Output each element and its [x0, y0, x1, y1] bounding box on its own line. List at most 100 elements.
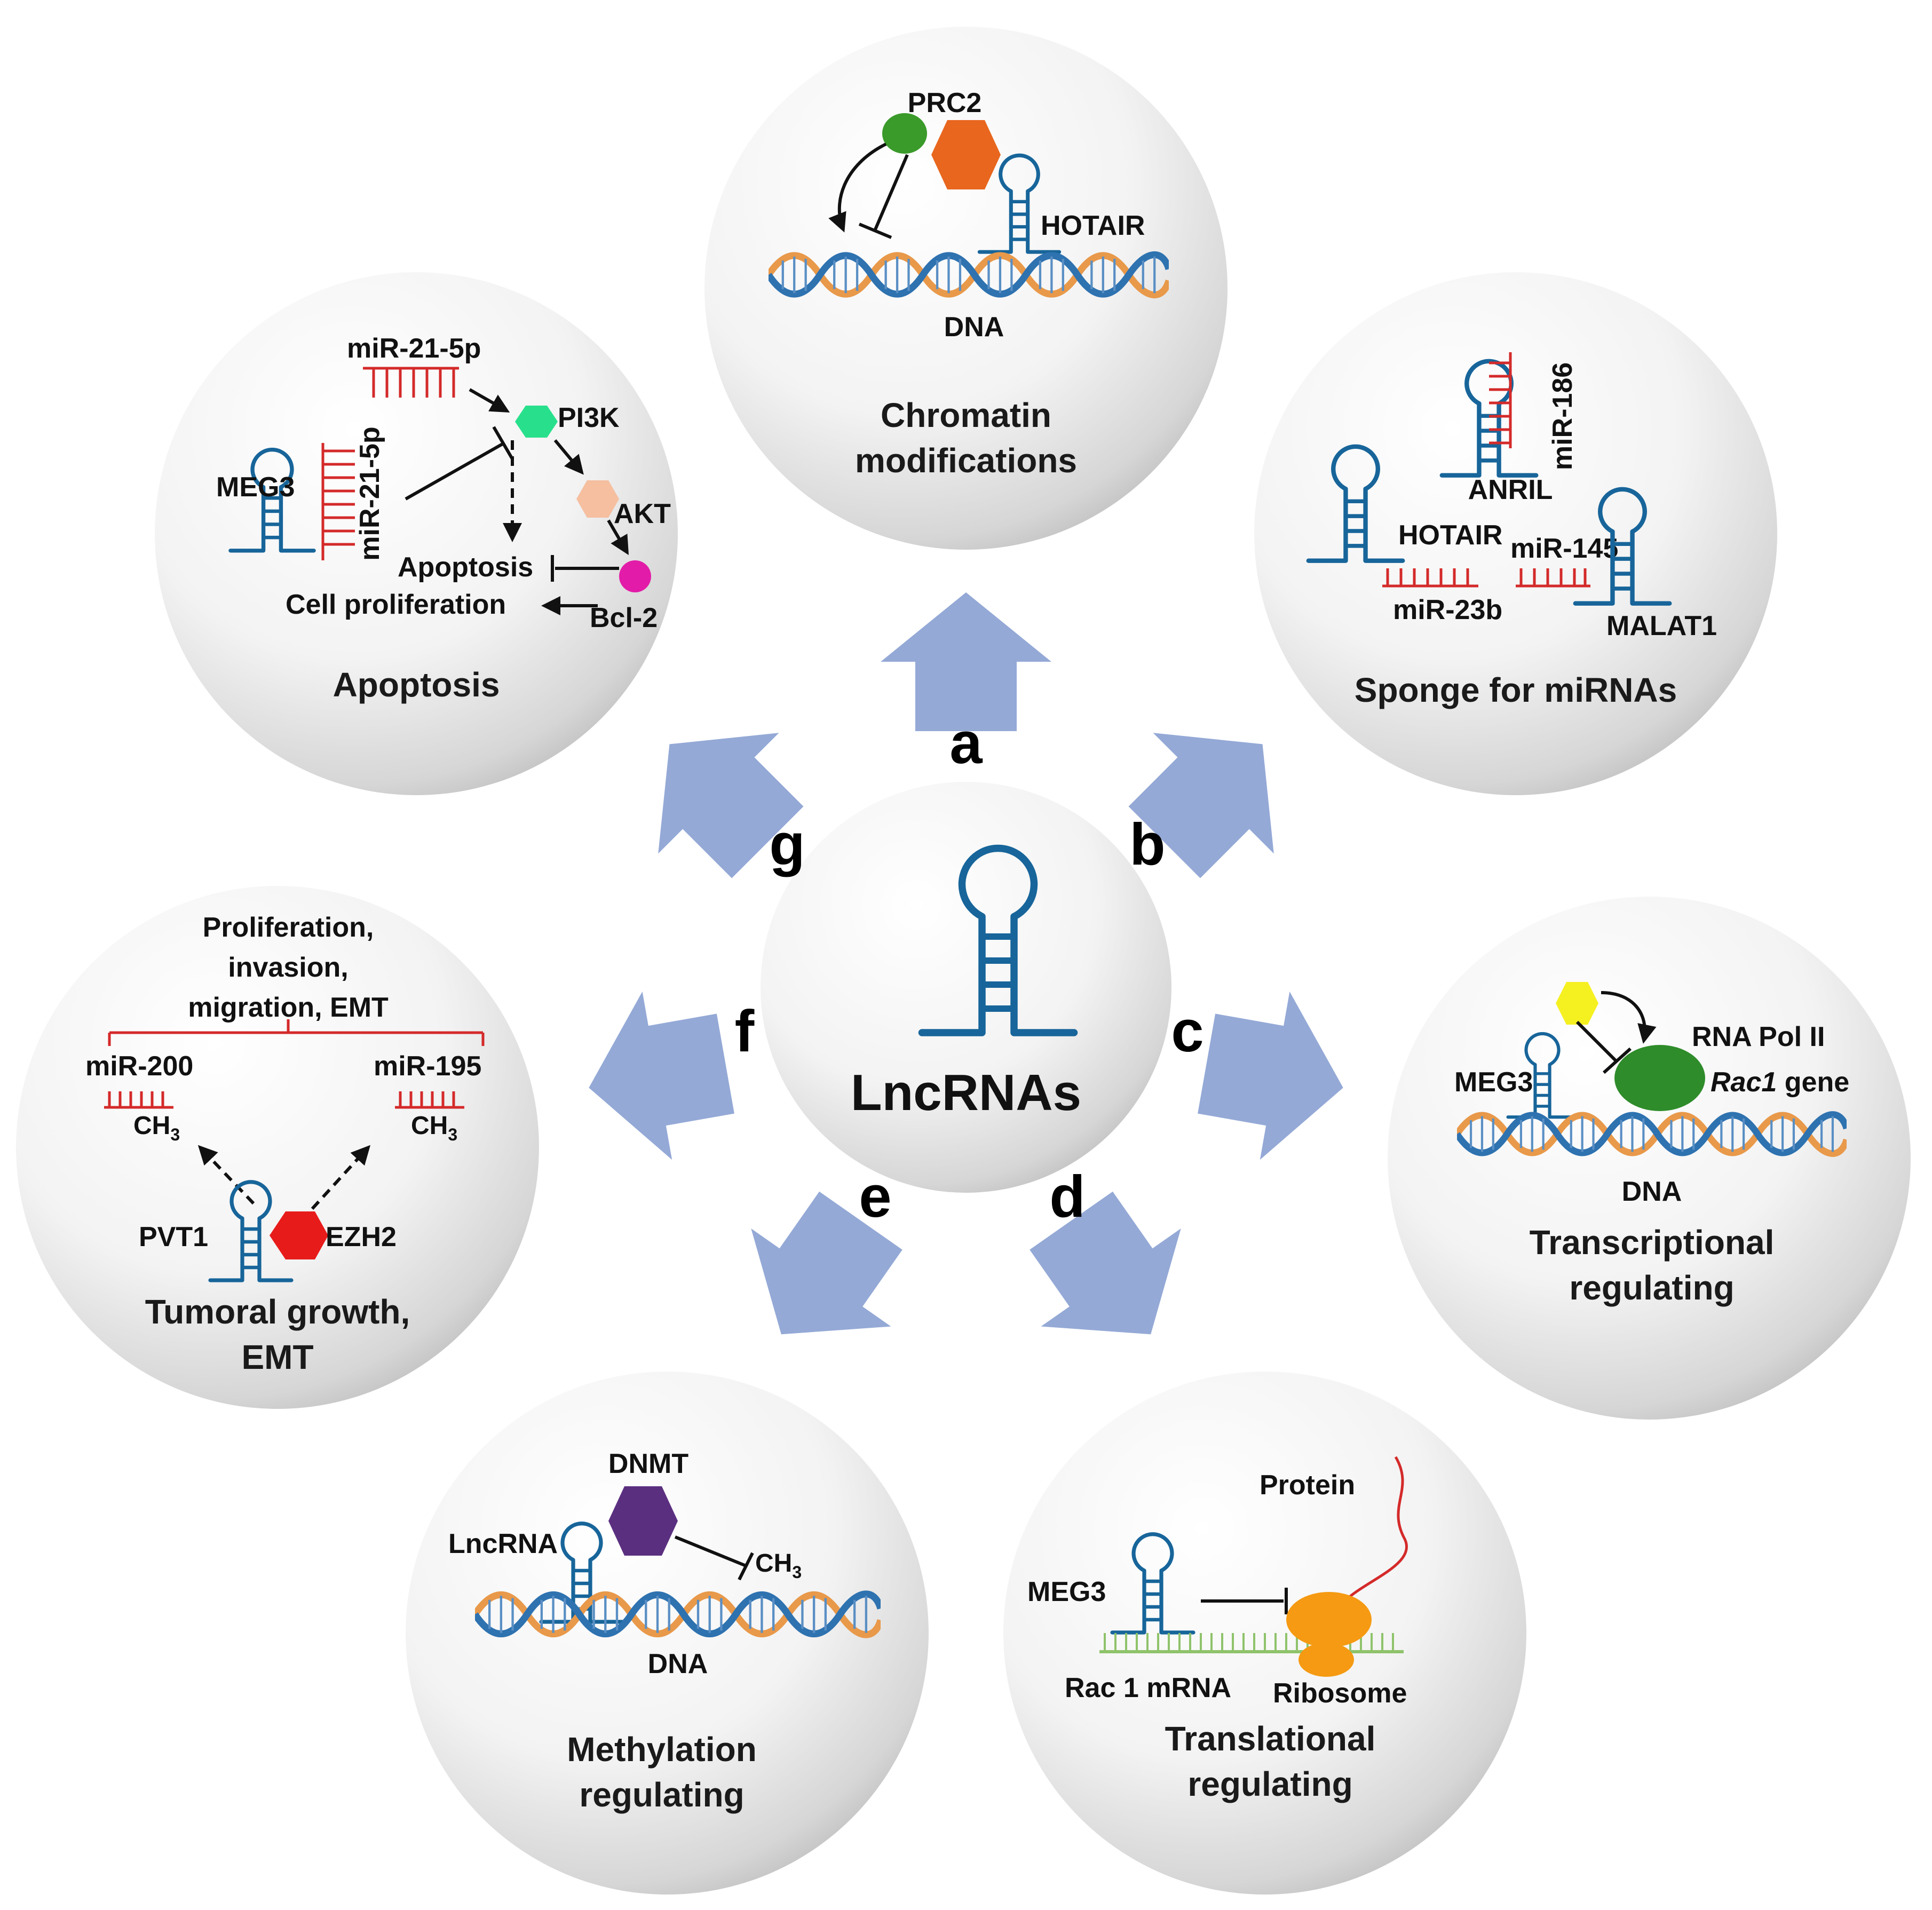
transcription-rac1-gene-label: Rac1 gene [1711, 1067, 1849, 1098]
tumoral-mir195-strand [395, 1091, 464, 1109]
dnmt-hexagon [608, 1486, 678, 1556]
block-arrows [589, 592, 1343, 1335]
tumoral-title-line1: Tumoral growth, [145, 1293, 410, 1331]
center-label: LncRNAs [851, 1064, 1081, 1121]
tumoral-top-line2: invasion, [228, 952, 348, 983]
tumoral-top-line3: migration, EMT [188, 992, 389, 1023]
chromatin-inhibit-bar [858, 223, 892, 239]
tumoral-red-bracket [108, 1019, 485, 1046]
apoptosis-pi3k-label: PI3K [558, 402, 620, 433]
sponge-mir145-strand [1516, 568, 1590, 588]
apoptosis-bcl2-label: Bcl-2 [590, 603, 658, 633]
panel-transcriptional-circle [1388, 897, 1911, 1420]
tumoral-pvt1-label: PVT1 [139, 1222, 208, 1253]
methylation-lncrna-label: LncRNA [448, 1528, 558, 1559]
panel-methylation: DNMT CH3 LncRNA DNA Methylation regulati… [448, 1448, 881, 1814]
pi3k-hexagon [515, 406, 558, 438]
translation-title-line1: Translational [1165, 1719, 1376, 1758]
apoptosis-apoptosis-label: Apoptosis [398, 552, 533, 583]
apoptosis-arrow-akt-bcl2 [607, 519, 629, 556]
apoptosis-inhibit-line [405, 441, 505, 501]
akt-hexagon [576, 480, 619, 518]
letter-a: a [949, 710, 983, 776]
ribosome-small-subunit [1298, 1643, 1354, 1677]
arrow-f [589, 992, 734, 1160]
panel-tumoral: Proliferation, invasion, migration, EMT … [85, 912, 485, 1376]
letter-c: c [1171, 998, 1203, 1064]
transcription-title-line1: Transcriptional [1530, 1223, 1775, 1262]
tumoral-top-line1: Proliferation, [203, 912, 374, 943]
tumoral-ch3-left: CH3 [133, 1112, 180, 1144]
methylation-title-line2: regulating [579, 1776, 744, 1814]
translation-ribosome-label: Ribosome [1273, 1678, 1407, 1709]
apoptosis-mir21-top-label: miR-21-5p [347, 333, 481, 364]
panel-translational: Protein MEG3 Rac 1 mRNA Ribosome Transla… [1027, 1456, 1408, 1803]
transcription-meg3-label: MEG3 [1454, 1067, 1533, 1098]
apoptosis-inhibit-bar [492, 426, 514, 460]
transcription-title-line2: regulating [1569, 1269, 1734, 1307]
sponge-mir186-strand [1489, 352, 1512, 448]
chromatin-inhibit-line [874, 154, 909, 231]
chromatin-dna-label: DNA [944, 312, 1004, 343]
apoptosis-akt-label: AKT [614, 498, 671, 529]
bcl2-node [619, 560, 651, 592]
panel-letters: a b c d e f g [735, 710, 1204, 1230]
tumoral-dash-arrow-right [311, 1145, 371, 1210]
transcription-yellow-factor [1556, 982, 1598, 1025]
translation-protein-label: Protein [1260, 1470, 1355, 1501]
transcription-inhibit-line [1575, 1020, 1619, 1064]
prc2-hexagon [931, 120, 1001, 189]
apoptosis-arrow-pi3k-akt [553, 439, 584, 475]
arrow-d [1030, 1191, 1181, 1335]
sponge-title: Sponge for miRNAs [1355, 671, 1677, 709]
apoptosis-mir21-vert-label: miR-21-5p [354, 426, 385, 560]
translation-mrna-label: Rac 1 mRNA [1065, 1673, 1231, 1703]
apoptosis-cellprolif-label: Cell proliferation [286, 589, 506, 620]
tumoral-title-line2: EMT [241, 1338, 313, 1376]
arrow-e [751, 1191, 902, 1335]
transcription-dna-label: DNA [1622, 1176, 1682, 1207]
sponge-mir23b-label: miR-23b [1393, 595, 1502, 625]
methylation-dna-label: DNA [648, 1649, 708, 1679]
sponge-hotair-label: HOTAIR [1398, 520, 1502, 551]
chromatin-curved-arrow [828, 142, 887, 233]
arrow-c [1198, 992, 1343, 1160]
sponge-anril-label: ANRIL [1468, 474, 1553, 505]
letter-b: b [1129, 812, 1165, 877]
apoptosis-mir21-top-strand [363, 367, 459, 398]
center-lncrna: LncRNAs [851, 849, 1081, 1121]
letter-g: g [769, 812, 805, 877]
panel-chromatin: PRC2 HOTAIR DNA Chromatin modifications [769, 88, 1169, 480]
methylation-inhibit-line [674, 1535, 748, 1568]
methylation-inhibit-bar [738, 1552, 754, 1581]
tumoral-mir200-label: miR-200 [85, 1051, 193, 1082]
ribosome-large-subunit [1286, 1592, 1372, 1647]
panel-sponge: miR-186 ANRIL HOTAIR miR-23b miR-145 MAL… [1309, 352, 1717, 709]
translation-meg3-label: MEG3 [1027, 1576, 1106, 1607]
tumoral-mir200-strand [104, 1091, 173, 1109]
arrow-g [658, 733, 804, 878]
translation-title-line2: regulating [1187, 1765, 1352, 1803]
chromatin-title-line1: Chromatin [881, 396, 1051, 434]
transcription-inhibit-bar [1602, 1047, 1632, 1074]
sponge-mir23b-strand [1382, 568, 1478, 588]
tumoral-mir195-label: miR-195 [374, 1051, 481, 1082]
tumoral-dash-arrow-left [197, 1145, 255, 1205]
panel-apoptosis-circle [155, 272, 678, 795]
rna-pol-ii-enzyme [1614, 1045, 1705, 1111]
panel-transcriptional: RNA Pol II Rac1 gene MEG3 DNA Transcript… [1454, 982, 1849, 1307]
chromatin-hotair-label: HOTAIR [1041, 210, 1145, 241]
ezh2-hexagon [270, 1211, 328, 1259]
methylation-title-line1: Methylation [567, 1730, 757, 1769]
sponge-malat1-label: MALAT1 [1606, 611, 1717, 641]
transcription-curved-arrow [1601, 991, 1657, 1044]
tumoral-ezh2-label: EZH2 [326, 1222, 397, 1253]
prc2-green-subunit [882, 113, 927, 154]
panel-tumoral-circle [16, 886, 539, 1409]
arrow-a [881, 592, 1051, 731]
transcription-rnapol-label: RNA Pol II [1692, 1021, 1825, 1052]
apoptosis-title: Apoptosis [333, 665, 500, 704]
apoptosis-arrow-to-pi3k [469, 388, 510, 413]
chromatin-title-line2: modifications [855, 441, 1077, 480]
